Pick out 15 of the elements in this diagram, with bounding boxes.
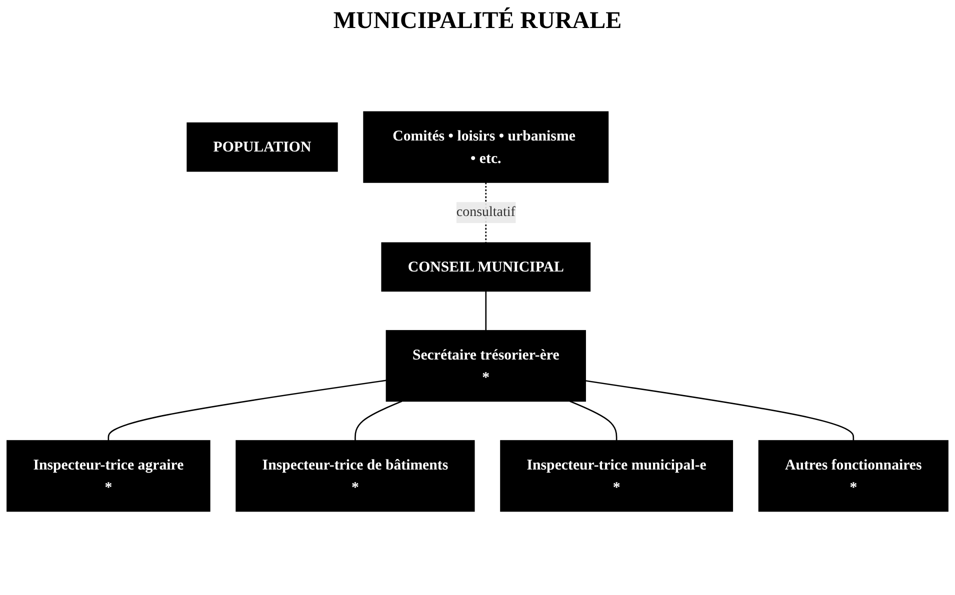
- node-box: CONSEIL MUNICIPAL: [381, 242, 591, 292]
- node-box: Secrétaire trésorier-ère *: [386, 330, 586, 402]
- connector: [585, 380, 854, 441]
- diagram-title: MUNICIPALITÉ RURALE: [332, 8, 623, 35]
- node-box: POPULATION: [186, 122, 338, 172]
- connector: [570, 400, 618, 441]
- node-box: Inspecteur-trice de bâtiments *: [236, 440, 475, 512]
- node-box: Inspecteur-trice municipal-e *: [500, 440, 734, 512]
- node-box: Autres fonctionnaires *: [758, 440, 948, 512]
- edge-label: consultatif: [456, 204, 516, 220]
- connector: [108, 380, 386, 441]
- connector: [354, 400, 402, 441]
- connector: [485, 291, 487, 330]
- node-box: Inspecteur-trice agraire *: [6, 440, 210, 512]
- node-box: Comités • loisirs • urbanisme • etc.: [363, 111, 609, 183]
